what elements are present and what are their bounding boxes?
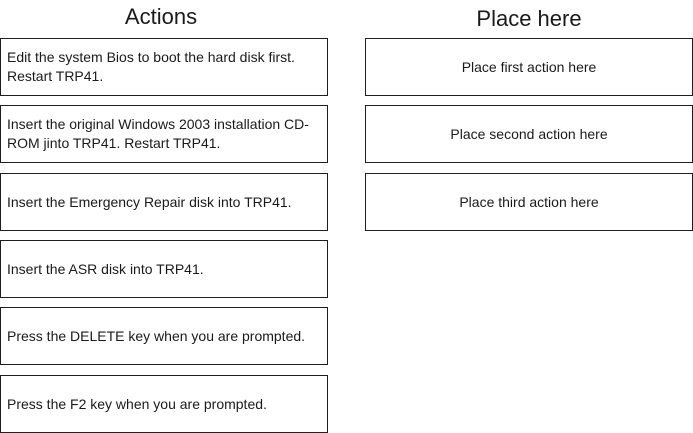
action-item-insert-asr[interactable]: Insert the ASR disk into TRP41. (0, 240, 328, 298)
action-item-insert-cdrom[interactable]: Insert the original Windows 2003 install… (0, 105, 328, 163)
action-item-press-f2[interactable]: Press the F2 key when you are prompted. (0, 375, 328, 433)
place-here-column-title: Place here (476, 6, 582, 31)
actions-column-title: Actions (124, 4, 198, 29)
action-item-label: Insert the ASR disk into TRP41. (7, 260, 204, 277)
action-item-insert-erd[interactable]: Insert the Emergency Repair disk into TR… (0, 173, 328, 231)
action-item-label: Press the F2 key when you are prompted. (7, 395, 267, 412)
drop-target-label: Place third action here (459, 193, 599, 210)
action-item-label: Press the DELETE key when you are prompt… (7, 327, 306, 344)
action-item-press-delete[interactable]: Press the DELETE key when you are prompt… (0, 307, 328, 365)
action-item-label: Insert the original Windows 2003 install… (7, 116, 309, 151)
action-item-label: Edit the system Bios to boot the hard di… (7, 49, 295, 84)
drop-target-second[interactable]: Place second action here (365, 105, 693, 163)
drop-target-first[interactable]: Place first action here (365, 38, 693, 96)
action-item-edit-bios[interactable]: Edit the system Bios to boot the hard di… (0, 38, 328, 96)
drop-target-label: Place first action here (461, 58, 597, 75)
drop-target-label: Place second action here (450, 125, 608, 142)
action-item-label: Insert the Emergency Repair disk into TR… (7, 193, 292, 210)
drop-target-third[interactable]: Place third action here (365, 173, 693, 231)
